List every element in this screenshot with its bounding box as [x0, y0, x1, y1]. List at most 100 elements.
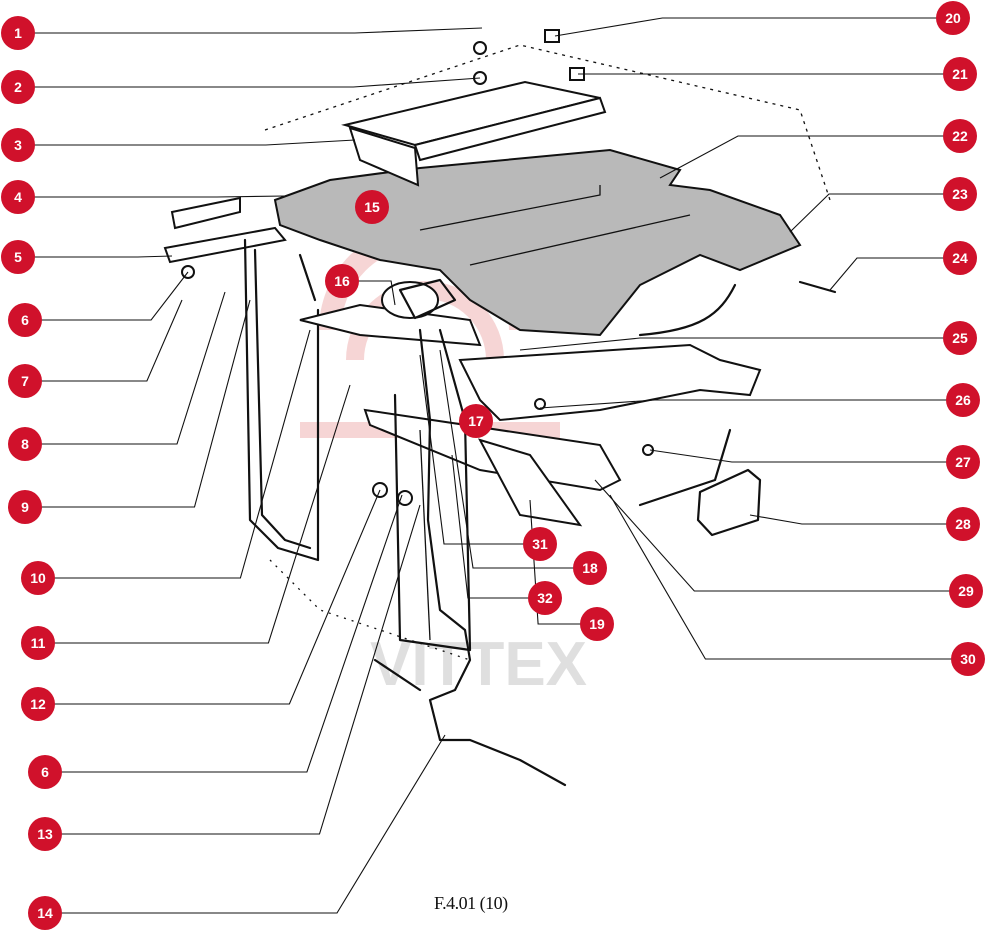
callout-label: 29 — [958, 583, 974, 599]
callout-27: 27 — [946, 445, 980, 479]
figure-reference: F.4.01 (10) — [434, 893, 508, 913]
callout-label: 8 — [21, 436, 29, 452]
leader-line-5 — [34, 255, 173, 258]
leader-line-11 — [54, 384, 351, 644]
callout-label: 20 — [945, 10, 961, 26]
callout-29: 29 — [949, 574, 983, 608]
callout-circle — [528, 581, 562, 615]
callout-label: 24 — [952, 250, 968, 266]
leader-line-1 — [34, 27, 483, 34]
callout-label: 1 — [14, 25, 22, 41]
callout-circle — [951, 642, 985, 676]
leader-line-24 — [829, 257, 944, 291]
callout-label: 23 — [952, 186, 968, 202]
callout-circle — [1, 70, 35, 104]
callout-label: 11 — [31, 635, 46, 651]
callout-label: 31 — [532, 536, 548, 552]
callout-label: 26 — [955, 392, 971, 408]
cable-harness — [373, 328, 567, 787]
cable-loop — [638, 283, 737, 507]
callout-circle — [8, 364, 42, 398]
callout-label: 6 — [41, 764, 49, 780]
callout-19: 19 — [580, 607, 614, 641]
callout-circle — [580, 607, 614, 641]
leader-line-7 — [41, 299, 183, 382]
callout-17: 17 — [459, 404, 493, 438]
callout-circle — [8, 490, 42, 524]
callout-circle — [28, 755, 62, 789]
callout-31: 31 — [523, 527, 557, 561]
callout-20: 20 — [936, 1, 970, 35]
callout-22: 22 — [943, 119, 977, 153]
callout-28: 28 — [946, 507, 980, 541]
callout-circle — [1, 240, 35, 274]
callout-4: 4 — [1, 180, 35, 214]
callout-label: 25 — [952, 330, 968, 346]
callout-23: 23 — [943, 177, 977, 211]
leader-line-28 — [749, 514, 947, 525]
leader-line-13 — [61, 504, 421, 835]
callout-label: 27 — [955, 454, 971, 470]
callout-circle — [943, 321, 977, 355]
leader-line-20 — [554, 17, 937, 37]
left-brackets — [163, 196, 287, 264]
leader-line-27 — [649, 449, 947, 463]
callout-14: 14 — [28, 896, 62, 930]
callout-label: 28 — [955, 516, 971, 532]
callout-label: 3 — [14, 137, 22, 153]
callout-24: 24 — [943, 241, 977, 275]
callout-label: 10 — [30, 570, 46, 586]
callout-circle — [943, 177, 977, 211]
leader-line-22 — [659, 135, 944, 179]
callout-circle — [355, 190, 389, 224]
callout-label: 4 — [14, 189, 22, 205]
leader-line-14 — [61, 734, 446, 914]
callout-7: 7 — [8, 364, 42, 398]
callout-label: 5 — [14, 249, 22, 265]
callout-21: 21 — [943, 57, 977, 91]
callout-2: 2 — [1, 70, 35, 104]
callout-32: 32 — [528, 581, 562, 615]
callout-8: 8 — [8, 427, 42, 461]
callout-label: 30 — [960, 651, 976, 667]
callout-circle — [573, 551, 607, 585]
callout-label: 22 — [952, 128, 968, 144]
callout-circle — [28, 896, 62, 930]
leader-line-4 — [34, 195, 286, 198]
leader-line-6 — [41, 271, 189, 321]
callout-circle — [1, 16, 35, 50]
callout-1: 1 — [1, 16, 35, 50]
leader-lines — [34, 17, 952, 914]
leader-line-12 — [54, 489, 381, 705]
callout-circle — [946, 445, 980, 479]
callout-10: 10 — [21, 561, 55, 595]
leader-line-26 — [539, 399, 947, 409]
leader-line-18 — [439, 349, 574, 569]
leader-line-3 — [34, 139, 356, 146]
callout-label: 13 — [37, 826, 53, 842]
callout-26: 26 — [946, 383, 980, 417]
callout-6: 6 — [28, 755, 62, 789]
callout-label: 2 — [14, 79, 22, 95]
callout-circle — [459, 404, 493, 438]
leader-line-23 — [789, 193, 944, 233]
callout-circle — [523, 527, 557, 561]
callout-circle — [21, 561, 55, 595]
leader-line-32 — [451, 454, 529, 599]
top-channel-cover — [341, 80, 607, 187]
callout-markers: 1234567891011126131415161718192021222324… — [1, 1, 985, 930]
callout-circle — [8, 427, 42, 461]
callout-circle — [943, 241, 977, 275]
leader-line-9 — [41, 299, 251, 508]
callout-16: 16 — [325, 264, 359, 298]
callout-circle — [949, 574, 983, 608]
floor-mat — [273, 148, 802, 337]
callout-13: 13 — [28, 817, 62, 851]
callout-label: 7 — [21, 373, 29, 389]
callout-circle — [1, 128, 35, 162]
callout-circle — [28, 817, 62, 851]
leader-line-29 — [594, 479, 950, 592]
leader-line-31 — [419, 354, 524, 545]
